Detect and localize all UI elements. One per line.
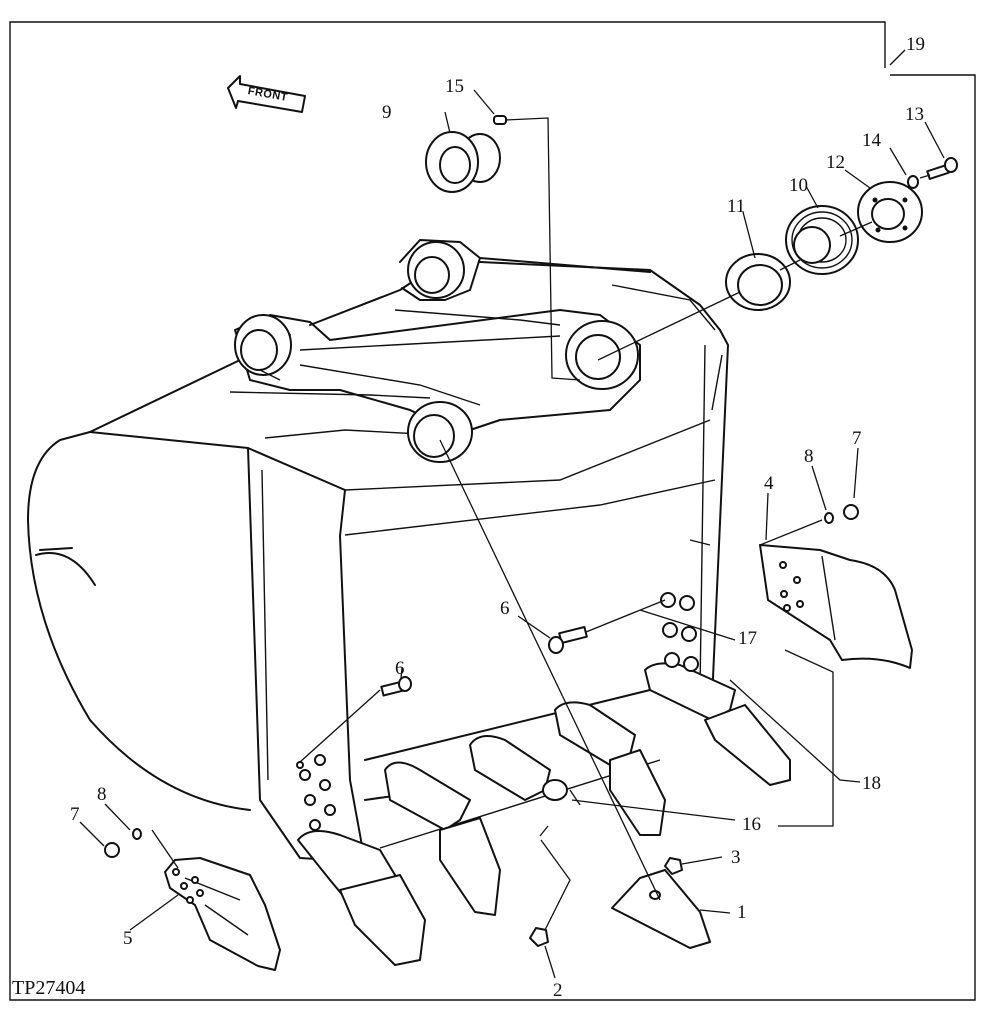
callout-2: 2 xyxy=(553,980,563,1001)
leader-lines xyxy=(151,117,931,931)
callout-16: 16 xyxy=(742,814,761,835)
callout-4: 4 xyxy=(764,473,774,494)
callout-14: 14 xyxy=(862,130,882,151)
right-bolt-pattern xyxy=(660,592,699,672)
callout-labels: 1 2 3 4 5 6 6 7 7 8 8 9 10 11 12 13 14 1… xyxy=(70,34,925,1001)
cap-screw-13 xyxy=(926,157,958,180)
bolt-6-upper xyxy=(548,626,588,654)
callout-13: 13 xyxy=(905,104,924,125)
bucket-teeth xyxy=(297,662,791,966)
callout-7-left: 7 xyxy=(70,804,80,825)
nut-7-right xyxy=(843,504,859,520)
callout-15: 15 xyxy=(445,76,464,97)
bolt-6-lower xyxy=(380,676,412,697)
callout-7-right: 7 xyxy=(852,428,862,449)
callout-3: 3 xyxy=(731,847,741,868)
pin-15 xyxy=(493,115,507,125)
mount-linkage xyxy=(234,239,651,463)
washer-8-right xyxy=(824,512,834,524)
callout-18: 18 xyxy=(862,773,881,794)
callout-17: 17 xyxy=(738,628,757,649)
left-bolt-pattern xyxy=(296,754,336,831)
callout-8-left: 8 xyxy=(97,784,107,805)
side-cutters xyxy=(164,544,913,971)
hardware xyxy=(104,115,958,858)
callout-leaders xyxy=(79,49,945,979)
callout-6-lower: 6 xyxy=(395,658,405,679)
callout-1: 1 xyxy=(737,902,747,923)
callout-11: 11 xyxy=(727,196,745,217)
retainer-plate-12 xyxy=(857,181,923,243)
callout-6-upper: 6 xyxy=(500,598,510,619)
callout-5: 5 xyxy=(123,928,133,949)
figure-id: TP27404 xyxy=(12,977,85,999)
callout-8-right: 8 xyxy=(804,446,814,467)
drawing-frame xyxy=(9,21,976,1001)
callout-12: 12 xyxy=(826,152,845,173)
callout-19: 19 xyxy=(906,34,925,55)
shim-pack-10 xyxy=(785,205,859,275)
washer-14 xyxy=(907,175,919,189)
shim-11 xyxy=(725,253,791,311)
callout-10: 10 xyxy=(789,175,808,196)
nut-7-left xyxy=(104,842,120,858)
bushing-9 xyxy=(425,131,501,193)
washer-8-left xyxy=(132,828,142,840)
callout-9: 9 xyxy=(382,102,392,123)
front-arrow-icon: FRONT xyxy=(227,75,306,113)
